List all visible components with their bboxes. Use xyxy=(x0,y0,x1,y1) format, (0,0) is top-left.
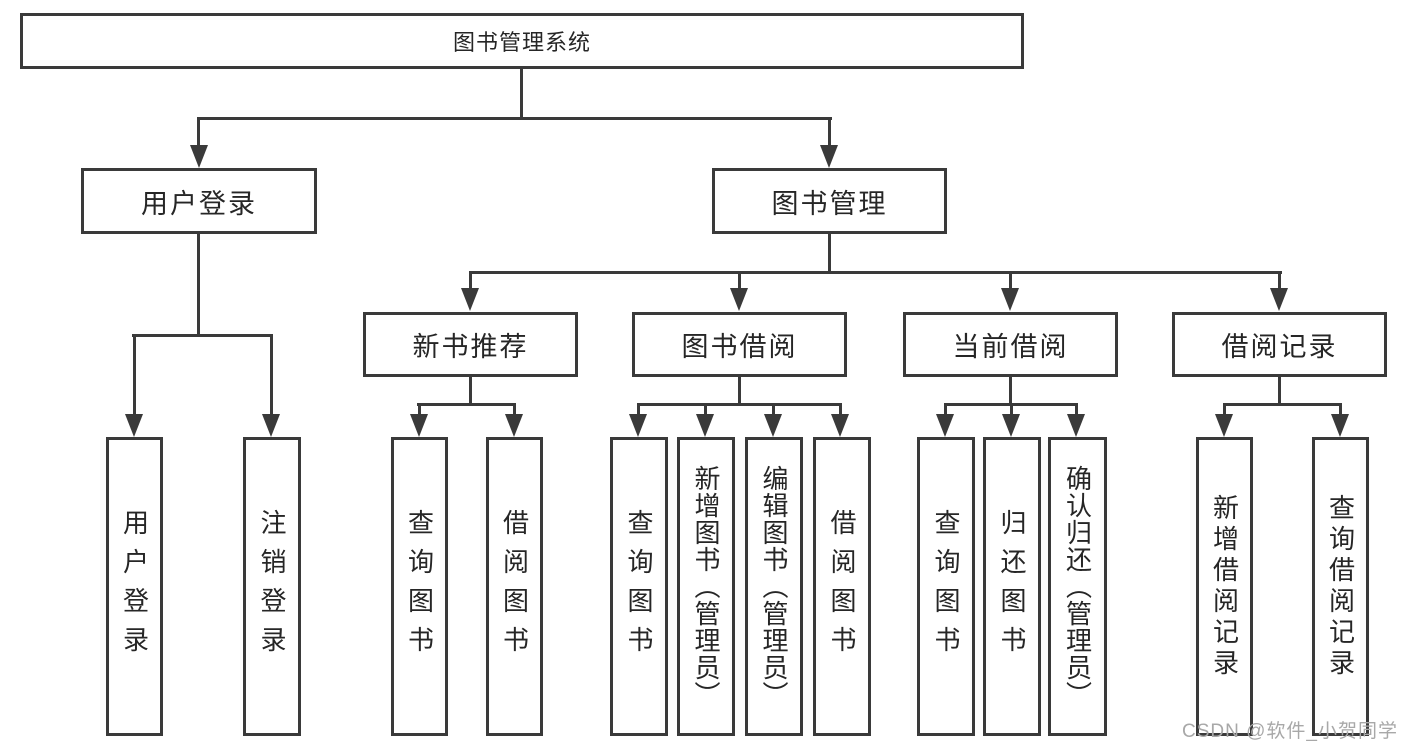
leaf-query-books-current: 查询图书 xyxy=(917,437,975,736)
node-new-book-recommendation: 新书推荐 xyxy=(363,312,578,377)
connector-line xyxy=(469,377,472,405)
arrow-down-icon xyxy=(505,414,523,437)
connector-line xyxy=(738,271,741,291)
arrow-down-icon xyxy=(629,414,647,437)
connector-line xyxy=(828,117,831,150)
arrow-down-icon xyxy=(190,145,208,168)
leaf-add-books-admin: 新增图书（管理员） xyxy=(677,437,735,736)
arrow-down-icon xyxy=(262,414,280,437)
connector-line xyxy=(1223,403,1342,406)
node-book-borrowing: 图书借阅 xyxy=(632,312,847,377)
leaf-label: 用户登录 xyxy=(119,508,150,665)
connector-line xyxy=(1009,377,1012,405)
watermark: CSDN @软件_小贺同学 xyxy=(1182,721,1398,742)
leaf-label: 借阅图书 xyxy=(499,508,530,665)
node-book-management: 图书管理 xyxy=(712,168,947,234)
leaf-query-books-recommend: 查询图书 xyxy=(391,437,448,736)
leaf-label: 新增借阅记录 xyxy=(1209,493,1240,680)
node-label: 新书推荐 xyxy=(412,332,529,362)
arrow-down-icon xyxy=(730,288,748,311)
connector-line xyxy=(1009,271,1012,291)
leaf-label: 编辑图书（管理员） xyxy=(759,465,789,708)
leaf-borrow-books-borrowing: 借阅图书 xyxy=(813,437,871,736)
node-borrow-records: 借阅记录 xyxy=(1172,312,1387,377)
node-label: 借阅记录 xyxy=(1221,332,1338,362)
leaf-confirm-return-admin: 确认归还（管理员） xyxy=(1048,437,1107,736)
node-label: 图书管理 xyxy=(771,188,888,219)
connector-line xyxy=(772,403,775,417)
arrow-down-icon xyxy=(936,414,954,437)
connector-line xyxy=(839,403,842,417)
arrow-down-icon xyxy=(1001,288,1019,311)
connector-line xyxy=(944,403,947,417)
leaf-label: 查询图书 xyxy=(404,508,435,665)
connector-line xyxy=(469,271,1282,274)
connector-line xyxy=(133,334,136,416)
connector-line xyxy=(738,377,741,405)
leaf-label: 查询借阅记录 xyxy=(1325,493,1356,680)
connector-line xyxy=(704,403,707,417)
connector-line xyxy=(828,234,831,274)
arrow-down-icon xyxy=(1215,414,1233,437)
connector-line xyxy=(1339,403,1342,417)
leaf-query-borrow-record: 查询借阅记录 xyxy=(1312,437,1369,736)
connector-line xyxy=(197,117,832,120)
connector-line xyxy=(270,334,273,416)
connector-line xyxy=(1223,403,1226,417)
connector-line xyxy=(1278,271,1281,291)
connector-line xyxy=(637,403,640,417)
arrow-down-icon xyxy=(1067,414,1085,437)
connector-line xyxy=(418,403,421,417)
connector-line xyxy=(197,234,200,336)
leaf-query-books-borrowing: 查询图书 xyxy=(610,437,668,736)
leaf-label: 新增图书（管理员） xyxy=(691,465,721,708)
arrow-down-icon xyxy=(764,414,782,437)
leaf-label: 注销登录 xyxy=(257,508,287,665)
connector-line xyxy=(513,403,516,417)
arrow-down-icon xyxy=(410,414,428,437)
leaf-logout: 注销登录 xyxy=(243,437,301,736)
connector-line xyxy=(197,117,200,150)
leaf-label: 查询图书 xyxy=(624,508,654,665)
leaf-add-borrow-record: 新增借阅记录 xyxy=(1196,437,1253,736)
leaf-label: 借阅图书 xyxy=(827,508,857,665)
leaf-return-books: 归还图书 xyxy=(983,437,1041,736)
leaf-user-login: 用户登录 xyxy=(106,437,163,736)
node-user-login: 用户登录 xyxy=(81,168,317,234)
leaf-label: 归还图书 xyxy=(997,508,1027,665)
arrow-down-icon xyxy=(820,145,838,168)
leaf-edit-books-admin: 编辑图书（管理员） xyxy=(745,437,803,736)
connector-line xyxy=(637,403,842,406)
arrow-down-icon xyxy=(1270,288,1288,311)
connector-line xyxy=(1010,403,1013,417)
node-current-borrowing: 当前借阅 xyxy=(903,312,1118,377)
connector-line xyxy=(132,334,273,337)
connector-line xyxy=(520,68,523,118)
arrow-down-icon xyxy=(696,414,714,437)
node-label: 图书借阅 xyxy=(681,332,798,362)
arrow-down-icon xyxy=(1002,414,1020,437)
connector-line xyxy=(1278,377,1281,405)
node-library-system: 图书管理系统 xyxy=(20,13,1024,69)
node-label: 用户登录 xyxy=(141,188,257,219)
arrow-down-icon xyxy=(831,414,849,437)
leaf-label: 查询图书 xyxy=(931,508,961,665)
node-label: 图书管理系统 xyxy=(452,30,591,55)
leaf-label: 确认归还（管理员） xyxy=(1062,465,1093,708)
arrow-down-icon xyxy=(461,288,479,311)
arrow-down-icon xyxy=(125,414,143,437)
connector-line xyxy=(417,403,516,406)
connector-line xyxy=(469,271,472,291)
leaf-borrow-books-recommend: 借阅图书 xyxy=(486,437,543,736)
node-label: 当前借阅 xyxy=(952,332,1069,362)
arrow-down-icon xyxy=(1331,414,1349,437)
connector-line xyxy=(1075,403,1078,417)
